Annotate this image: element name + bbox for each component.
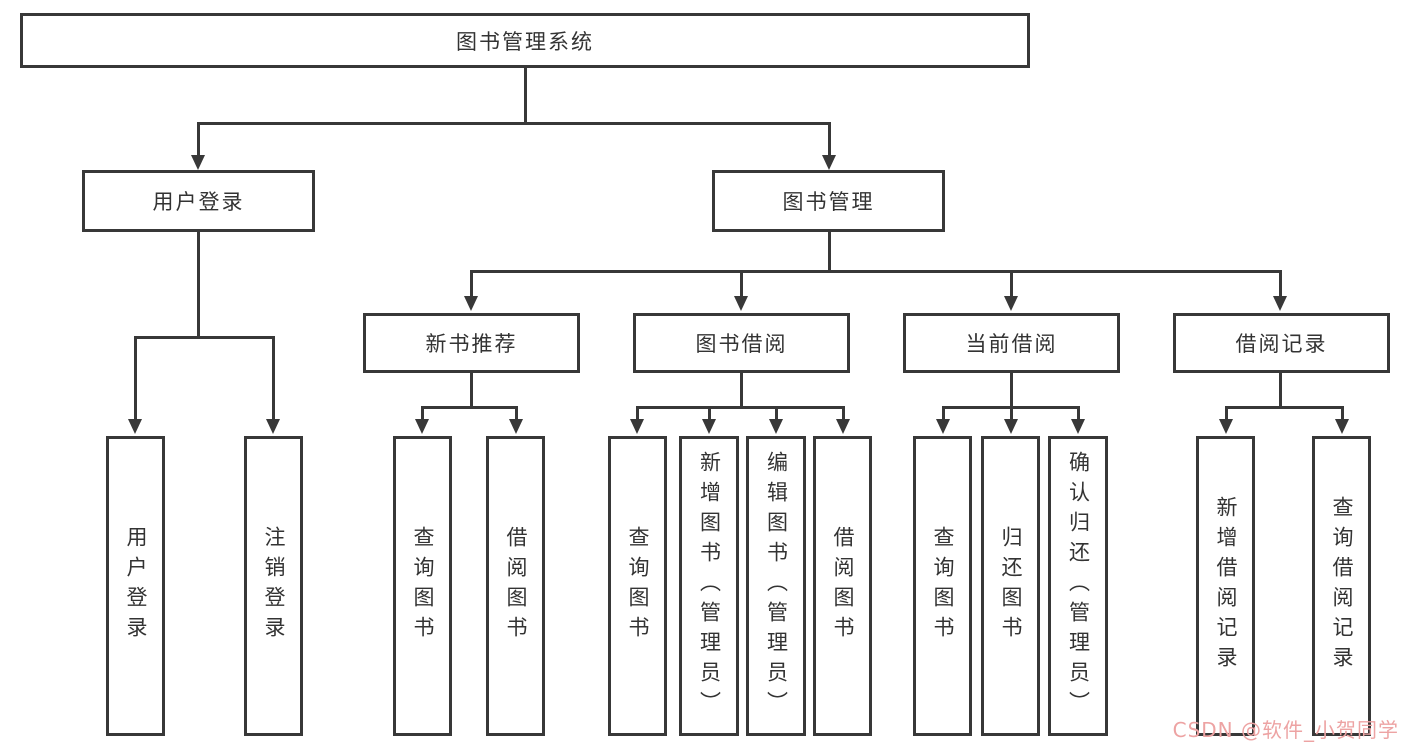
node-label: 图书管理 bbox=[782, 190, 875, 214]
leaf-edit-book-admin: 编辑图书（管理员） bbox=[746, 436, 806, 736]
connector-drop bbox=[942, 406, 945, 421]
arrow-down-icon bbox=[1273, 296, 1287, 311]
arrow-down-icon bbox=[630, 419, 644, 434]
connector-drop bbox=[1341, 406, 1344, 421]
node-user-login: 用户登录 bbox=[82, 170, 315, 232]
connector-borrow-hbar bbox=[636, 406, 844, 409]
leaf-borrow-books-recommend: 借阅图书 bbox=[486, 436, 545, 736]
node-label: 新增借阅记录 bbox=[1214, 496, 1238, 676]
connector-root-hbar bbox=[197, 122, 831, 125]
connector-drop bbox=[470, 270, 473, 298]
arrow-down-icon bbox=[734, 296, 748, 311]
connector-drop bbox=[1010, 406, 1013, 421]
node-book-borrow: 图书借阅 bbox=[633, 313, 850, 373]
node-new-book-recommend: 新书推荐 bbox=[363, 313, 580, 373]
connector-drop bbox=[1225, 406, 1228, 421]
connector-user-login-stem bbox=[197, 232, 200, 336]
leaf-add-borrow-record: 新增借阅记录 bbox=[1196, 436, 1255, 736]
node-label: 当前借阅 bbox=[965, 332, 1058, 356]
node-label: 用户登录 bbox=[124, 526, 148, 646]
connector-current-stem bbox=[1010, 373, 1013, 406]
connector-new-book-stem bbox=[470, 373, 473, 406]
connector-drop bbox=[740, 270, 743, 298]
csdn-watermark: CSDN @软件_小贺同学 bbox=[1172, 718, 1399, 742]
leaf-query-borrow-record: 查询借阅记录 bbox=[1312, 436, 1371, 736]
leaf-return-books: 归还图书 bbox=[981, 436, 1040, 736]
node-label: 编辑图书（管理员） bbox=[764, 451, 789, 721]
node-label: 借阅图书 bbox=[504, 526, 528, 646]
connector-drop bbox=[421, 406, 424, 421]
arrow-down-icon bbox=[128, 419, 142, 434]
arrow-down-icon bbox=[266, 419, 280, 434]
node-label: 查询图书 bbox=[626, 526, 650, 646]
node-label: 图书管理系统 bbox=[456, 29, 594, 54]
connector-book-mgmt-stem bbox=[828, 232, 831, 270]
arrow-down-icon bbox=[415, 419, 429, 434]
node-current-borrow: 当前借阅 bbox=[903, 313, 1120, 373]
connector-drop bbox=[1279, 270, 1282, 298]
connector-drop bbox=[515, 406, 518, 421]
arrow-down-icon bbox=[1219, 419, 1233, 434]
connector-drop bbox=[708, 406, 711, 421]
node-label: 借阅记录 bbox=[1235, 332, 1328, 356]
node-label: 查询借阅记录 bbox=[1330, 496, 1354, 676]
arrow-down-icon bbox=[464, 296, 478, 311]
node-label: 新增图书（管理员） bbox=[697, 451, 722, 721]
node-label: 借阅图书 bbox=[831, 526, 855, 646]
node-label: 归还图书 bbox=[999, 526, 1023, 646]
node-label: 确认归还（管理员） bbox=[1066, 451, 1091, 721]
connector-drop bbox=[134, 336, 137, 421]
connector-records-stem bbox=[1279, 373, 1282, 406]
arrow-down-icon bbox=[836, 419, 850, 434]
arrow-down-icon bbox=[509, 419, 523, 434]
leaf-confirm-return-admin: 确认归还（管理员） bbox=[1048, 436, 1108, 736]
arrow-down-icon bbox=[822, 155, 836, 170]
node-book-management: 图书管理 bbox=[712, 170, 945, 232]
node-label: 注销登录 bbox=[262, 526, 286, 646]
connector-drop bbox=[1077, 406, 1080, 421]
leaf-add-book-admin: 新增图书（管理员） bbox=[679, 436, 739, 736]
connector-drop-book-mgmt bbox=[828, 122, 831, 157]
arrow-down-icon bbox=[1335, 419, 1349, 434]
node-root-library-system: 图书管理系统 bbox=[20, 13, 1030, 68]
arrow-down-icon bbox=[702, 419, 716, 434]
leaf-query-books-borrow: 查询图书 bbox=[608, 436, 667, 736]
connector-borrow-stem bbox=[740, 373, 743, 406]
connector-book-mgmt-hbar bbox=[470, 270, 1282, 273]
leaf-query-books-recommend: 查询图书 bbox=[393, 436, 452, 736]
arrow-down-icon bbox=[769, 419, 783, 434]
connector-new-book-hbar bbox=[421, 406, 518, 409]
connector-drop bbox=[1010, 270, 1013, 298]
connector-drop bbox=[842, 406, 845, 421]
connector-drop-user-login bbox=[197, 122, 200, 157]
arrow-down-icon bbox=[191, 155, 205, 170]
arrow-down-icon bbox=[1004, 419, 1018, 434]
arrow-down-icon bbox=[1004, 296, 1018, 311]
node-label: 查询图书 bbox=[931, 526, 955, 646]
leaf-query-books-current: 查询图书 bbox=[913, 436, 972, 736]
connector-records-hbar bbox=[1225, 406, 1343, 409]
leaf-borrow-books: 借阅图书 bbox=[813, 436, 872, 736]
arrow-down-icon bbox=[936, 419, 950, 434]
leaf-user-login: 用户登录 bbox=[106, 436, 165, 736]
node-borrow-records: 借阅记录 bbox=[1173, 313, 1390, 373]
node-label: 图书借阅 bbox=[695, 332, 788, 356]
connector-drop bbox=[636, 406, 639, 421]
node-label: 用户登录 bbox=[152, 190, 245, 214]
connector-drop bbox=[272, 336, 275, 421]
node-label: 新书推荐 bbox=[425, 332, 518, 356]
node-label: 查询图书 bbox=[411, 526, 435, 646]
arrow-down-icon bbox=[1071, 419, 1085, 434]
connector-root-stem bbox=[524, 68, 527, 123]
leaf-logout: 注销登录 bbox=[244, 436, 303, 736]
connector-user-login-hbar bbox=[134, 336, 275, 339]
connector-drop bbox=[775, 406, 778, 421]
